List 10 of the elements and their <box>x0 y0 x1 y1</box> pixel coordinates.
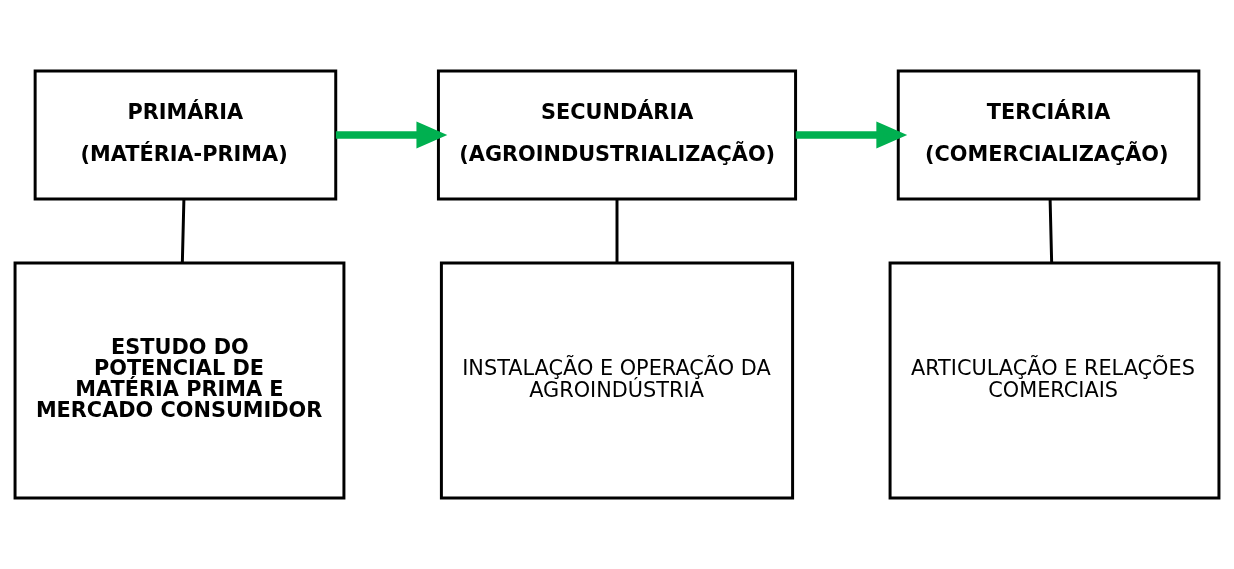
connector <box>180 199 186 263</box>
node-box: INSTALAÇÃO E OPERAÇÃO DA AGROINDÚSTRIA <box>439 261 795 500</box>
node-box: TERCIÁRIA (COMERCIALIZAÇÃO) <box>896 69 1201 201</box>
connector <box>1048 199 1054 263</box>
arrow <box>335 121 448 149</box>
node-box: ARTICULAÇÃO E RELAÇÕES COMERCIAIS <box>888 261 1221 500</box>
node-box: SECUNDÁRIA (AGROINDUSTRIALIZAÇÃO) <box>436 69 798 201</box>
node-box: ESTUDO DO POTENCIAL DE MATÉRIA PRIMA E MERCADO CONSUMIDOR <box>13 261 346 500</box>
connector <box>615 199 619 263</box>
node-box: PRIMÁRIA (MATÉRIA-PRIMA) <box>33 69 338 201</box>
